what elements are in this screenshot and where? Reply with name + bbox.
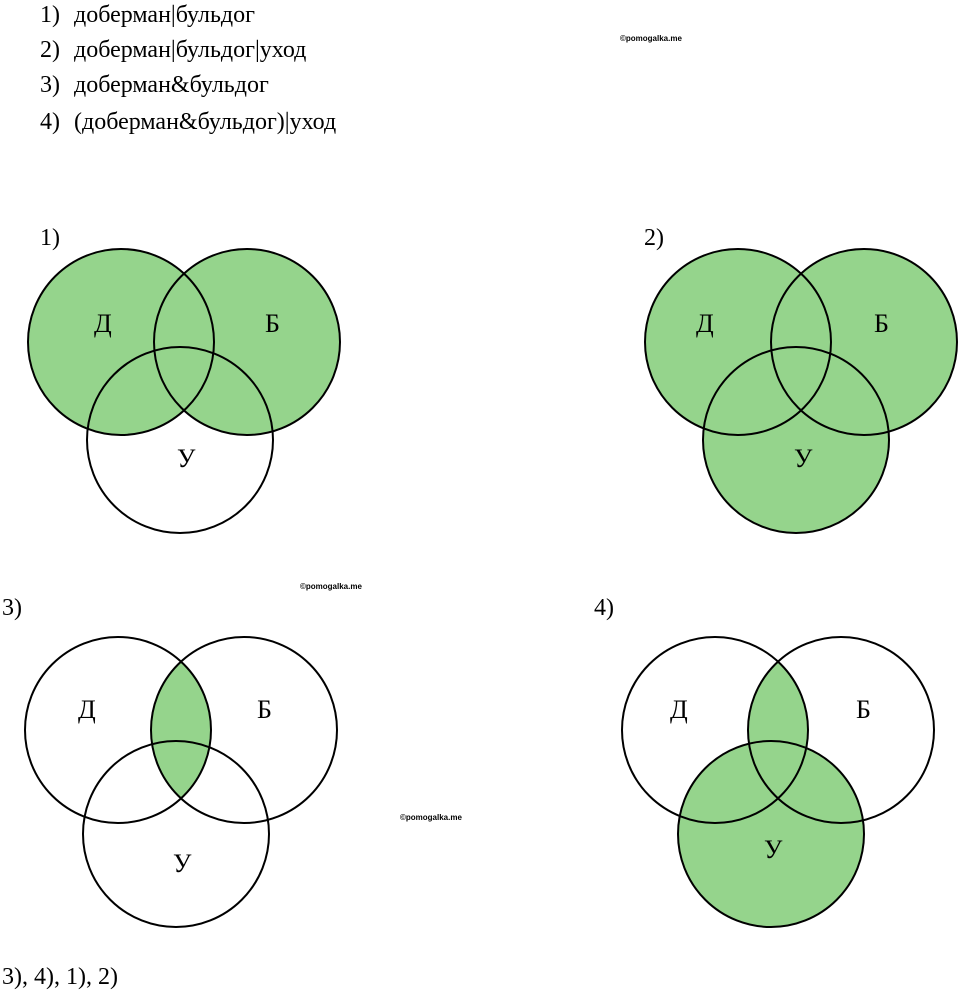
diagram-1-label-d: Д	[94, 309, 112, 338]
diagram-4-circle-d	[621, 636, 809, 824]
diagram-2-circle-d	[644, 248, 832, 436]
diagram-3-circle-u	[82, 740, 270, 928]
question-3-text: доберман&бульдог	[74, 72, 269, 98]
diagram-4-label-d: Д	[670, 695, 688, 724]
diagram-3-circle-b	[150, 636, 338, 824]
question-3: 3) доберман&бульдог	[40, 70, 269, 100]
diagram-4-circle-b	[747, 636, 935, 824]
venn-diagram-2: Д Б У	[644, 248, 958, 534]
diagram-3-circle-d	[24, 636, 212, 824]
venn-diagram-4: Д Б У	[621, 636, 935, 928]
diagram-4-label: 4)	[594, 595, 614, 621]
diagram-1-circle-d	[27, 248, 215, 436]
diagram-2-label-u: У	[794, 444, 813, 473]
diagram-1-circle-b	[153, 248, 341, 436]
diagram-1-label-b: Б	[265, 309, 280, 338]
question-1-number: 1)	[40, 2, 60, 28]
question-2-text: доберман|бульдог|уход	[74, 37, 307, 63]
diagram-4-label-u: У	[764, 835, 783, 864]
venn-diagram-1: Д Б У	[27, 248, 341, 534]
diagram-3-label-d: Д	[78, 695, 96, 724]
diagram-2-label-b: Б	[874, 309, 889, 338]
diagram-2-circle-u	[702, 346, 890, 534]
diagram-4-label-b: Б	[856, 695, 871, 724]
diagram-3-label-u: У	[173, 849, 192, 878]
watermark-middle: ©pomogalka.me	[300, 582, 362, 591]
diagram-2-circle-b	[770, 248, 958, 436]
diagram-2-fill-u	[703, 347, 889, 533]
question-1-text: доберман|бульдог	[74, 2, 255, 28]
diagram-4-circle-u	[677, 740, 865, 928]
watermark-bottom: ©pomogalka.me	[400, 813, 462, 822]
diagram-4-fill-u	[678, 741, 864, 927]
diagram-1-circle-u	[86, 346, 274, 534]
question-4: 4) (доберман&бульдог)|уход	[40, 107, 336, 137]
question-3-number: 3)	[40, 72, 60, 98]
watermark-top: ©pomogalka.me	[620, 34, 682, 43]
answer-text: 3), 4), 1), 2)	[2, 964, 118, 990]
venn-diagram-3: Д Б У	[24, 636, 338, 928]
diagram-1-label: 1)	[40, 225, 60, 251]
diagram-2-label: 2)	[644, 225, 664, 251]
question-1: 1) доберман|бульдог	[40, 0, 255, 30]
question-4-text: (доберман&бульдог)|уход	[74, 109, 337, 135]
diagram-2-label-d: Д	[696, 309, 714, 338]
diagram-3-label-b: Б	[257, 695, 272, 724]
question-2: 2) доберман|бульдог|уход	[40, 35, 306, 65]
question-4-number: 4)	[40, 109, 60, 135]
diagram-1-label-u: У	[177, 444, 196, 473]
diagram-3-label: 3)	[2, 595, 22, 621]
question-2-number: 2)	[40, 37, 60, 63]
